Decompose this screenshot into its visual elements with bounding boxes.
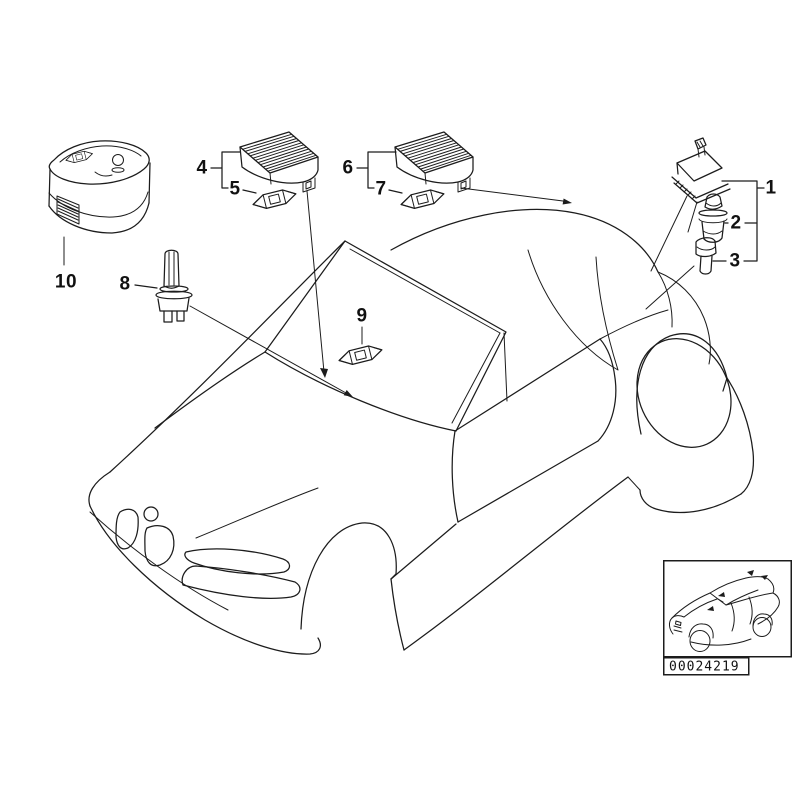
- leader-line-6: [460, 187, 564, 202]
- thumbnail-car-drawing: [669, 570, 780, 652]
- headlight: [184, 548, 291, 575]
- leader-dash-8: [134, 284, 158, 289]
- part-5-festoon-bulb: [250, 186, 299, 212]
- thumbnail-arrow-icon: [718, 592, 725, 597]
- module-festoon-bulb: [64, 149, 94, 165]
- part-7-festoon-bulb: [398, 186, 447, 212]
- leader-arrow-4-icon: [320, 368, 328, 378]
- module-grille: [56, 195, 80, 225]
- part-8-bulb-socket: [134, 249, 193, 323]
- part-10-interior-lamp-module: [48, 140, 151, 266]
- callout-10[interactable]: 10: [54, 271, 78, 293]
- windshield-frame: [264, 240, 508, 432]
- module-wedge-bulb: [112, 154, 124, 166]
- bracket-4-5: [210, 151, 257, 194]
- callout-9[interactable]: 9: [356, 305, 368, 327]
- callout-1[interactable]: 1: [765, 177, 777, 199]
- bracket-6-7: [356, 151, 403, 194]
- leader-line-4: [306, 190, 325, 373]
- part-number-text: 00024219: [669, 660, 740, 675]
- part-4-lens-housing: [239, 131, 319, 193]
- car-outline-drawing: [88, 208, 755, 655]
- bracket-1-2-3: [712, 180, 765, 262]
- leader-line-1: [650, 195, 688, 272]
- part-3-wedge-bulb: [695, 237, 717, 275]
- part-9-festoon-bulb: [336, 342, 385, 368]
- part-6-lens-housing: [394, 131, 474, 193]
- part-number-box: 00024219: [663, 657, 750, 676]
- kidney-grille: [115, 508, 175, 567]
- leader-line-2: [687, 201, 698, 233]
- thumbnail-arrow-icon: [761, 575, 768, 580]
- leader-arrow-8-icon: [343, 390, 353, 397]
- thumbnail-arrow-icon: [707, 606, 714, 611]
- leader-line-3: [645, 265, 695, 310]
- callout-4[interactable]: 4: [196, 157, 208, 179]
- part-2-bulb-socket: [698, 193, 728, 243]
- rear-wheel: [636, 338, 732, 448]
- callout-5[interactable]: 5: [229, 178, 241, 200]
- callout-8[interactable]: 8: [119, 273, 131, 295]
- door-outline: [451, 309, 669, 523]
- thumbnail-arrow-icon: [747, 570, 754, 576]
- part-1-lamp-housing: [671, 137, 731, 204]
- leader-line-8: [189, 305, 347, 394]
- leader-arrow-6-icon: [562, 198, 572, 205]
- bumper-strip: [181, 565, 301, 599]
- bmw-roundel: [143, 506, 159, 522]
- callout-3[interactable]: 3: [729, 250, 741, 272]
- callout-2[interactable]: 2: [730, 212, 742, 234]
- callout-7[interactable]: 7: [375, 178, 387, 200]
- thumbnail-box: [663, 560, 792, 658]
- callout-6[interactable]: 6: [342, 157, 354, 179]
